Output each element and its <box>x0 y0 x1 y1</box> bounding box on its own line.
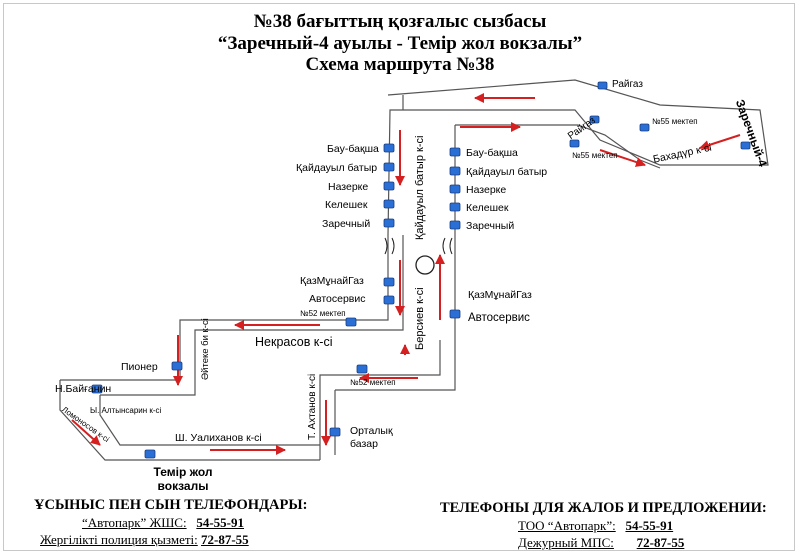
direction-arrows <box>71 93 741 455</box>
bus-stop-icon <box>144 449 156 459</box>
stop-kaidaul-left: Қайдауыл батыр <box>296 162 378 174</box>
stop-nazerke-right: Назерке <box>466 184 507 196</box>
contacts-ru: ТЕЛЕФОНЫ ДЛЯ ЖАЛОБ И ПРЕДЛОЖЕНИИ: ТОО “А… <box>440 500 767 551</box>
road-outer-top <box>387 79 769 236</box>
bus-stop-icon <box>383 162 395 172</box>
contacts-kz-phone1: 54-55-91 <box>196 515 245 530</box>
road-lomonosov-inner <box>99 395 320 446</box>
stop-keleshek-left: Келешек <box>325 199 368 211</box>
street-nekrasov: Некрасов к-сі <box>255 335 333 349</box>
stop-school52-left: №52 мектеп <box>300 309 346 318</box>
street-kaidaul: Қайдауыл батыр к-сі <box>414 135 426 240</box>
stop-zarechny-left: Заречный <box>322 218 371 230</box>
street-ualikhanov: Ш. Уалиханов к-сі <box>175 432 262 444</box>
roundabout-circle <box>415 255 435 275</box>
stop-central-market: Орталық базар <box>350 425 393 450</box>
stop-bau-left: Бау-бақша <box>327 143 379 155</box>
bus-stop-icon <box>449 184 461 194</box>
stop-school55-b: №55 мектеп <box>572 151 618 160</box>
road-edge-marks <box>384 237 453 255</box>
street-altynsarin: Ы. Алтынсарин к-сі <box>90 406 162 415</box>
bus-stop-icon <box>740 141 751 150</box>
bus-stop-icon <box>449 166 461 176</box>
stop-pioner: Пионер <box>121 361 158 373</box>
bus-stop-icon <box>589 115 600 124</box>
bus-stop-icon <box>449 202 461 212</box>
bus-stop-icon <box>356 364 368 374</box>
contacts-ru-header: ТЕЛЕФОНЫ ДЛЯ ЖАЛОБ И ПРЕДЛОЖЕНИИ: <box>440 500 767 516</box>
title-ru: Схема маршрута №38 <box>305 54 495 75</box>
map-frame <box>3 3 795 551</box>
stop-autoservice-left: Автосервис <box>309 293 366 305</box>
contacts-kz-org1: “Автопарк” ЖШС: <box>82 515 187 530</box>
bus-stop-icon <box>329 427 341 437</box>
stop-school55-a: №55 мектеп <box>652 117 698 126</box>
contacts-ru-phone1: 54-55-91 <box>625 518 674 533</box>
title-kz: №38 бағыттың қозғалыс сызбасы <box>253 11 547 32</box>
bus-stop-icon <box>639 123 650 132</box>
stop-school52-right: №52 мектеп <box>350 378 396 387</box>
road-kaidaul-right <box>100 235 404 396</box>
contacts-kz: ҰСЫНЫС ПЕН СЫН ТЕЛЕФОНДАРЫ: “Автопарк” Ж… <box>34 497 307 548</box>
contacts-ru-org1: ТОО “Автопарк”: <box>518 518 616 533</box>
bus-stop-icon <box>171 361 183 371</box>
bus-stop-icon <box>345 317 357 327</box>
road-right-top <box>455 124 661 169</box>
stop-kmg-right: ҚазМұнайГаз <box>468 289 532 301</box>
stop-autoservice-right: Автосервис <box>468 312 530 324</box>
stop-kaidaul-right: Қайдауыл батыр <box>466 166 548 178</box>
road-lomonosov <box>59 380 320 461</box>
stop-nazerke-left: Назерке <box>328 181 369 193</box>
street-akhtanov: Т. Ахтанов к-сі <box>307 373 318 440</box>
bus-stop-icon <box>449 220 461 230</box>
bus-stop-icon <box>449 147 461 157</box>
street-aiteke: Әйтеке би к-сі <box>200 318 211 380</box>
stop-baiganin: Н.Байғанин <box>55 383 112 395</box>
bus-stop-icon <box>383 295 395 305</box>
stop-raigaz: Райгаз <box>612 79 643 90</box>
stop-zarechny-right: Заречный <box>466 220 515 232</box>
bus-stop-icon <box>569 139 580 148</box>
contacts-kz-header: ҰСЫНЫС ПЕН СЫН ТЕЛЕФОНДАРЫ: <box>34 497 308 513</box>
bus-stop-icon <box>383 143 395 153</box>
contacts-ru-org2: Дежурный МПС: <box>518 535 614 550</box>
stop-keleshek-right: Келешек <box>466 202 509 214</box>
bus-stop-icon <box>383 218 395 228</box>
street-bersiev: Берсиев к-сі <box>414 287 426 350</box>
contacts-ru-phone2: 72-87-55 <box>636 535 685 550</box>
stop-bau-right: Бау-бақша <box>466 147 518 159</box>
bus-stop-icon <box>91 384 103 394</box>
road-bersiev-right <box>335 240 456 391</box>
stop-kmg-left: ҚазМұнайГаз <box>300 275 364 287</box>
contacts-kz-org2: Жергілікті полиция қызметі: <box>40 532 198 547</box>
bus-stop-icon <box>597 81 608 90</box>
bus-stop-icon <box>449 309 461 319</box>
road-kaidaul-left <box>60 235 389 381</box>
bus-stop-icon <box>383 277 395 287</box>
title-route-name: “Заречный-4 ауылы - Темір жол вокзалы” <box>217 33 583 54</box>
bus-stop-icon <box>383 199 395 209</box>
stop-railway-station: Темір жол вокзалы <box>153 465 213 493</box>
bus-stop-icon <box>383 181 395 191</box>
road-bersiev-inner <box>319 340 441 440</box>
contacts-kz-phone2: 72-87-55 <box>201 532 249 547</box>
bus-stops <box>91 81 751 459</box>
